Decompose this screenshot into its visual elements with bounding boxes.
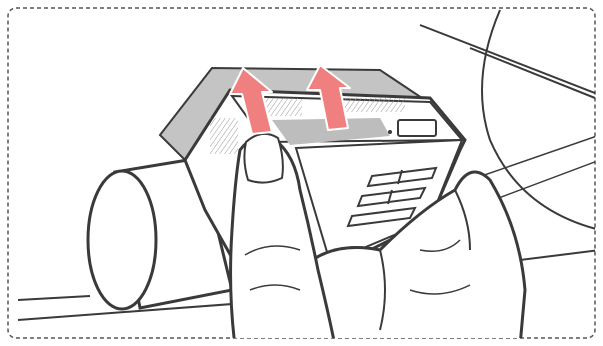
thumbnail [244,134,283,183]
top-button [398,120,436,136]
